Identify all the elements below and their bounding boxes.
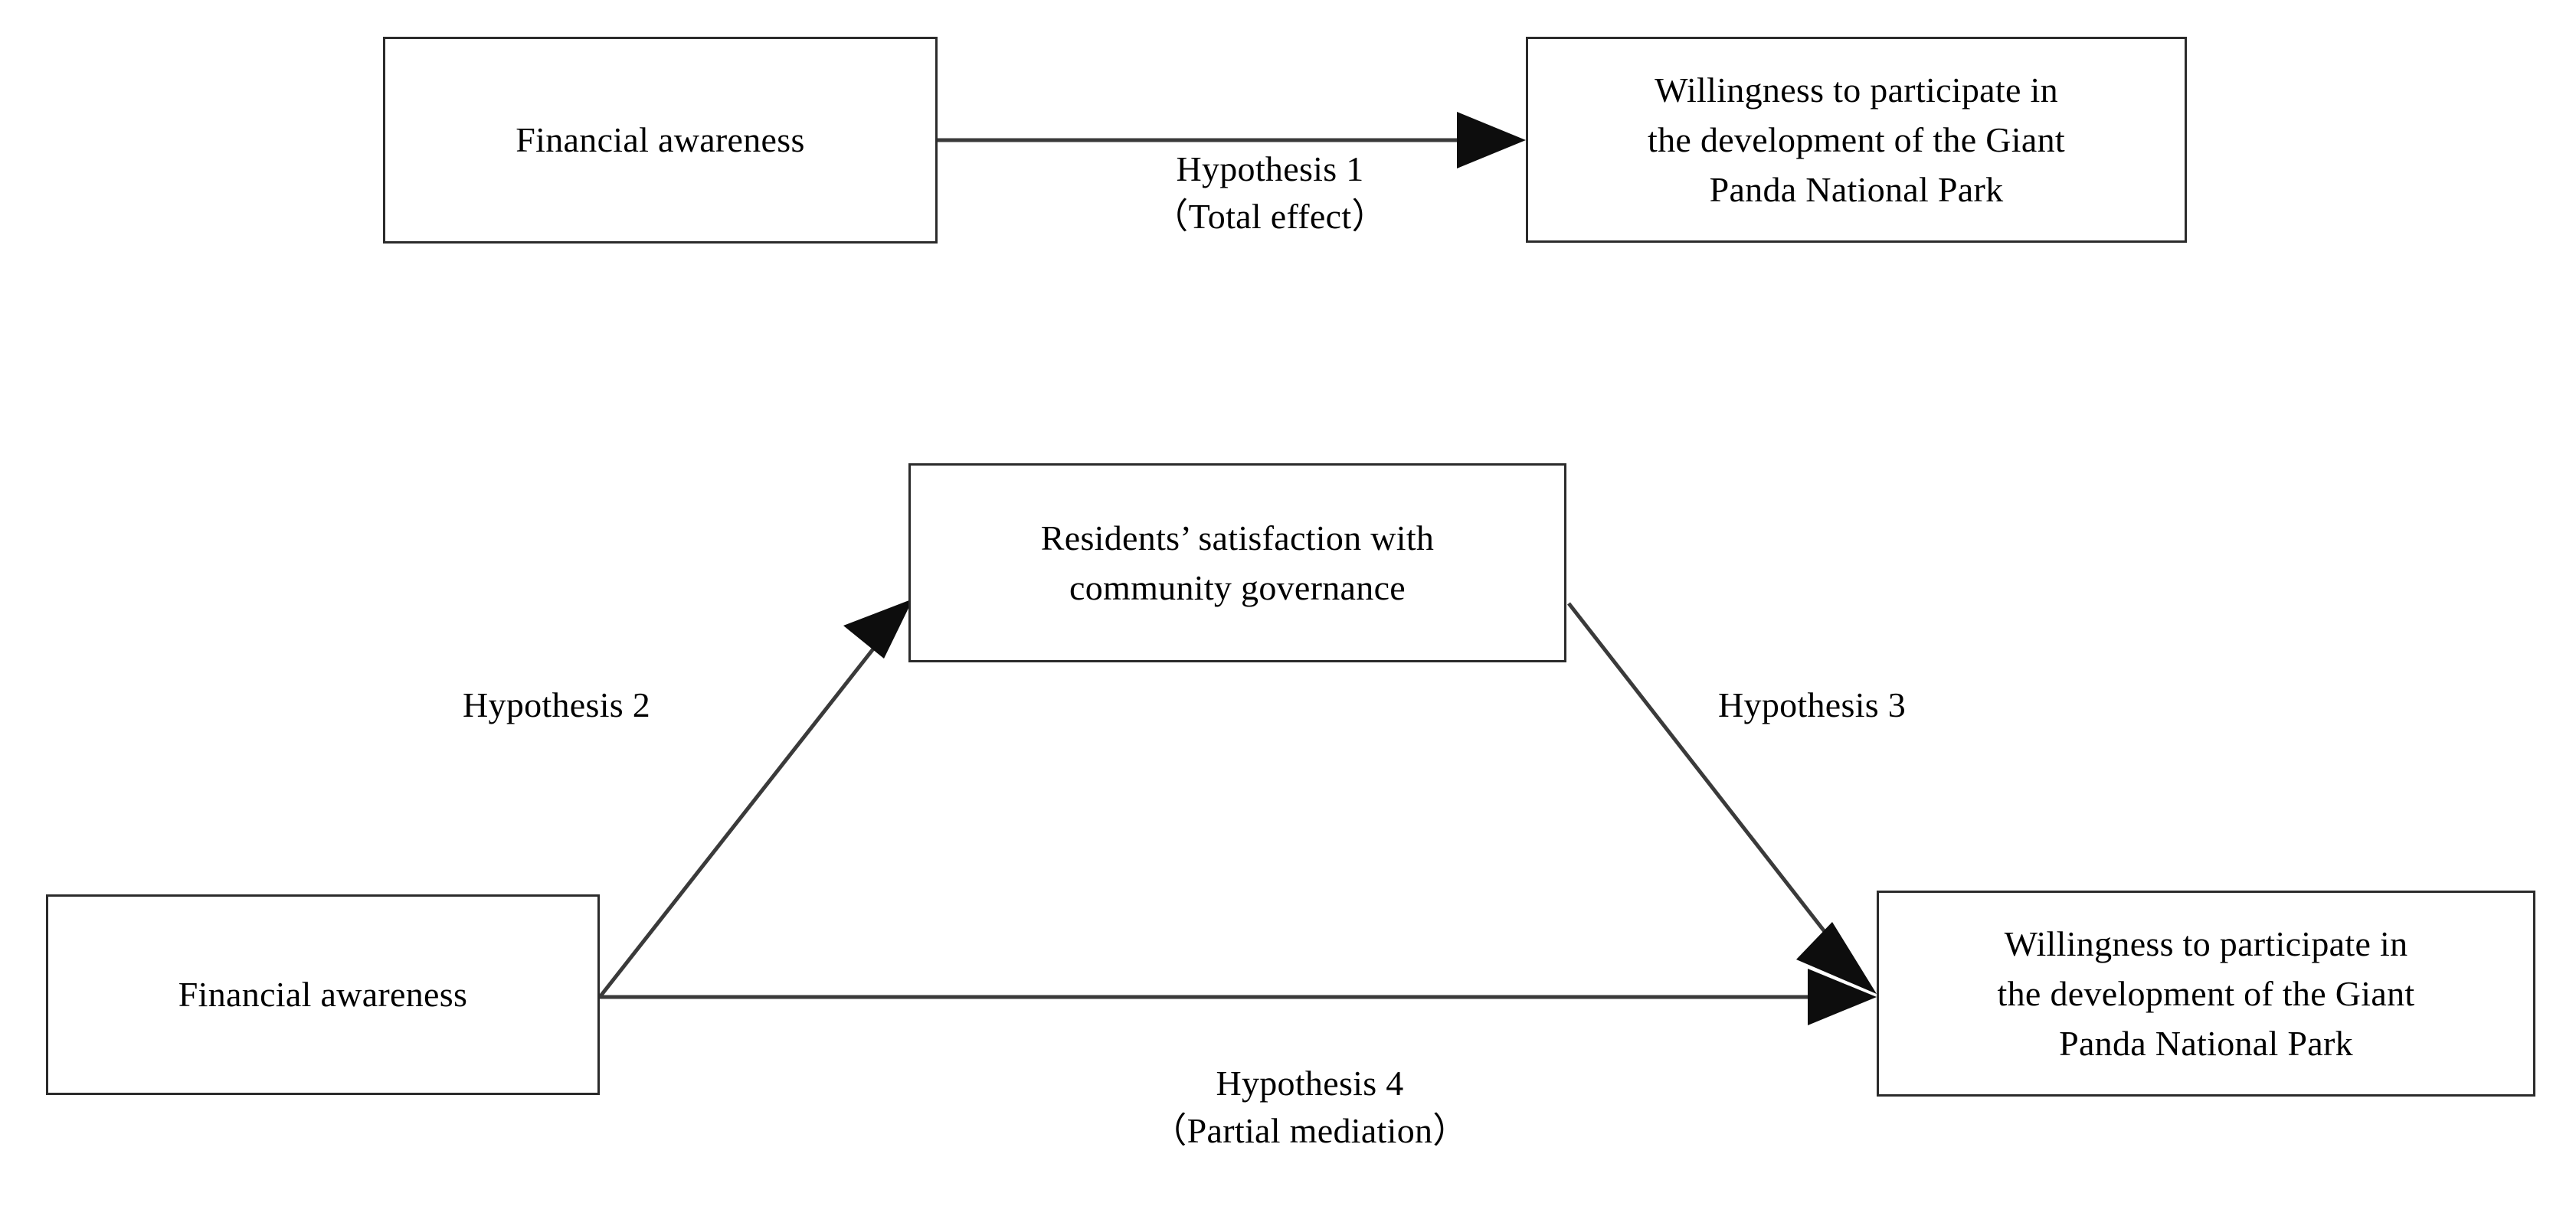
edge-label-hypothesis-2: Hypothesis 2 [463,685,651,724]
edge-hypothesis-2 [598,599,913,999]
edge-hypothesis-3 [1567,602,1877,994]
node-willingness-top[interactable]: Willingness to participate in the develo… [1526,37,2187,243]
node-residents-satisfaction[interactable]: Residents’ satisfaction with community g… [908,463,1566,662]
edge-label-hypothesis-1: Hypothesis 1 （Total effect） [1153,149,1387,237]
edge-label-hypothesis-4: Hypothesis 4 （Partial mediation） [1151,1064,1468,1151]
edge-hypothesis-4 [600,969,1877,1025]
node-financial-awareness-bottom[interactable]: Financial awareness [46,894,600,1095]
edge-hypothesis-1 [938,112,1526,168]
edge-label-hypothesis-3: Hypothesis 3 [1718,685,1907,724]
node-willingness-bottom[interactable]: Willingness to participate in the develo… [1877,891,2535,1097]
node-financial-awareness-top[interactable]: Financial awareness [383,37,938,244]
node-label: Willingness to participate in the develo… [1648,70,2065,210]
node-label: Willingness to participate in the develo… [1997,923,2415,1064]
node-label: Financial awareness [178,975,468,1015]
node-label: Financial awareness [516,120,805,160]
node-label: Residents’ satisfaction with community g… [1040,518,1435,607]
